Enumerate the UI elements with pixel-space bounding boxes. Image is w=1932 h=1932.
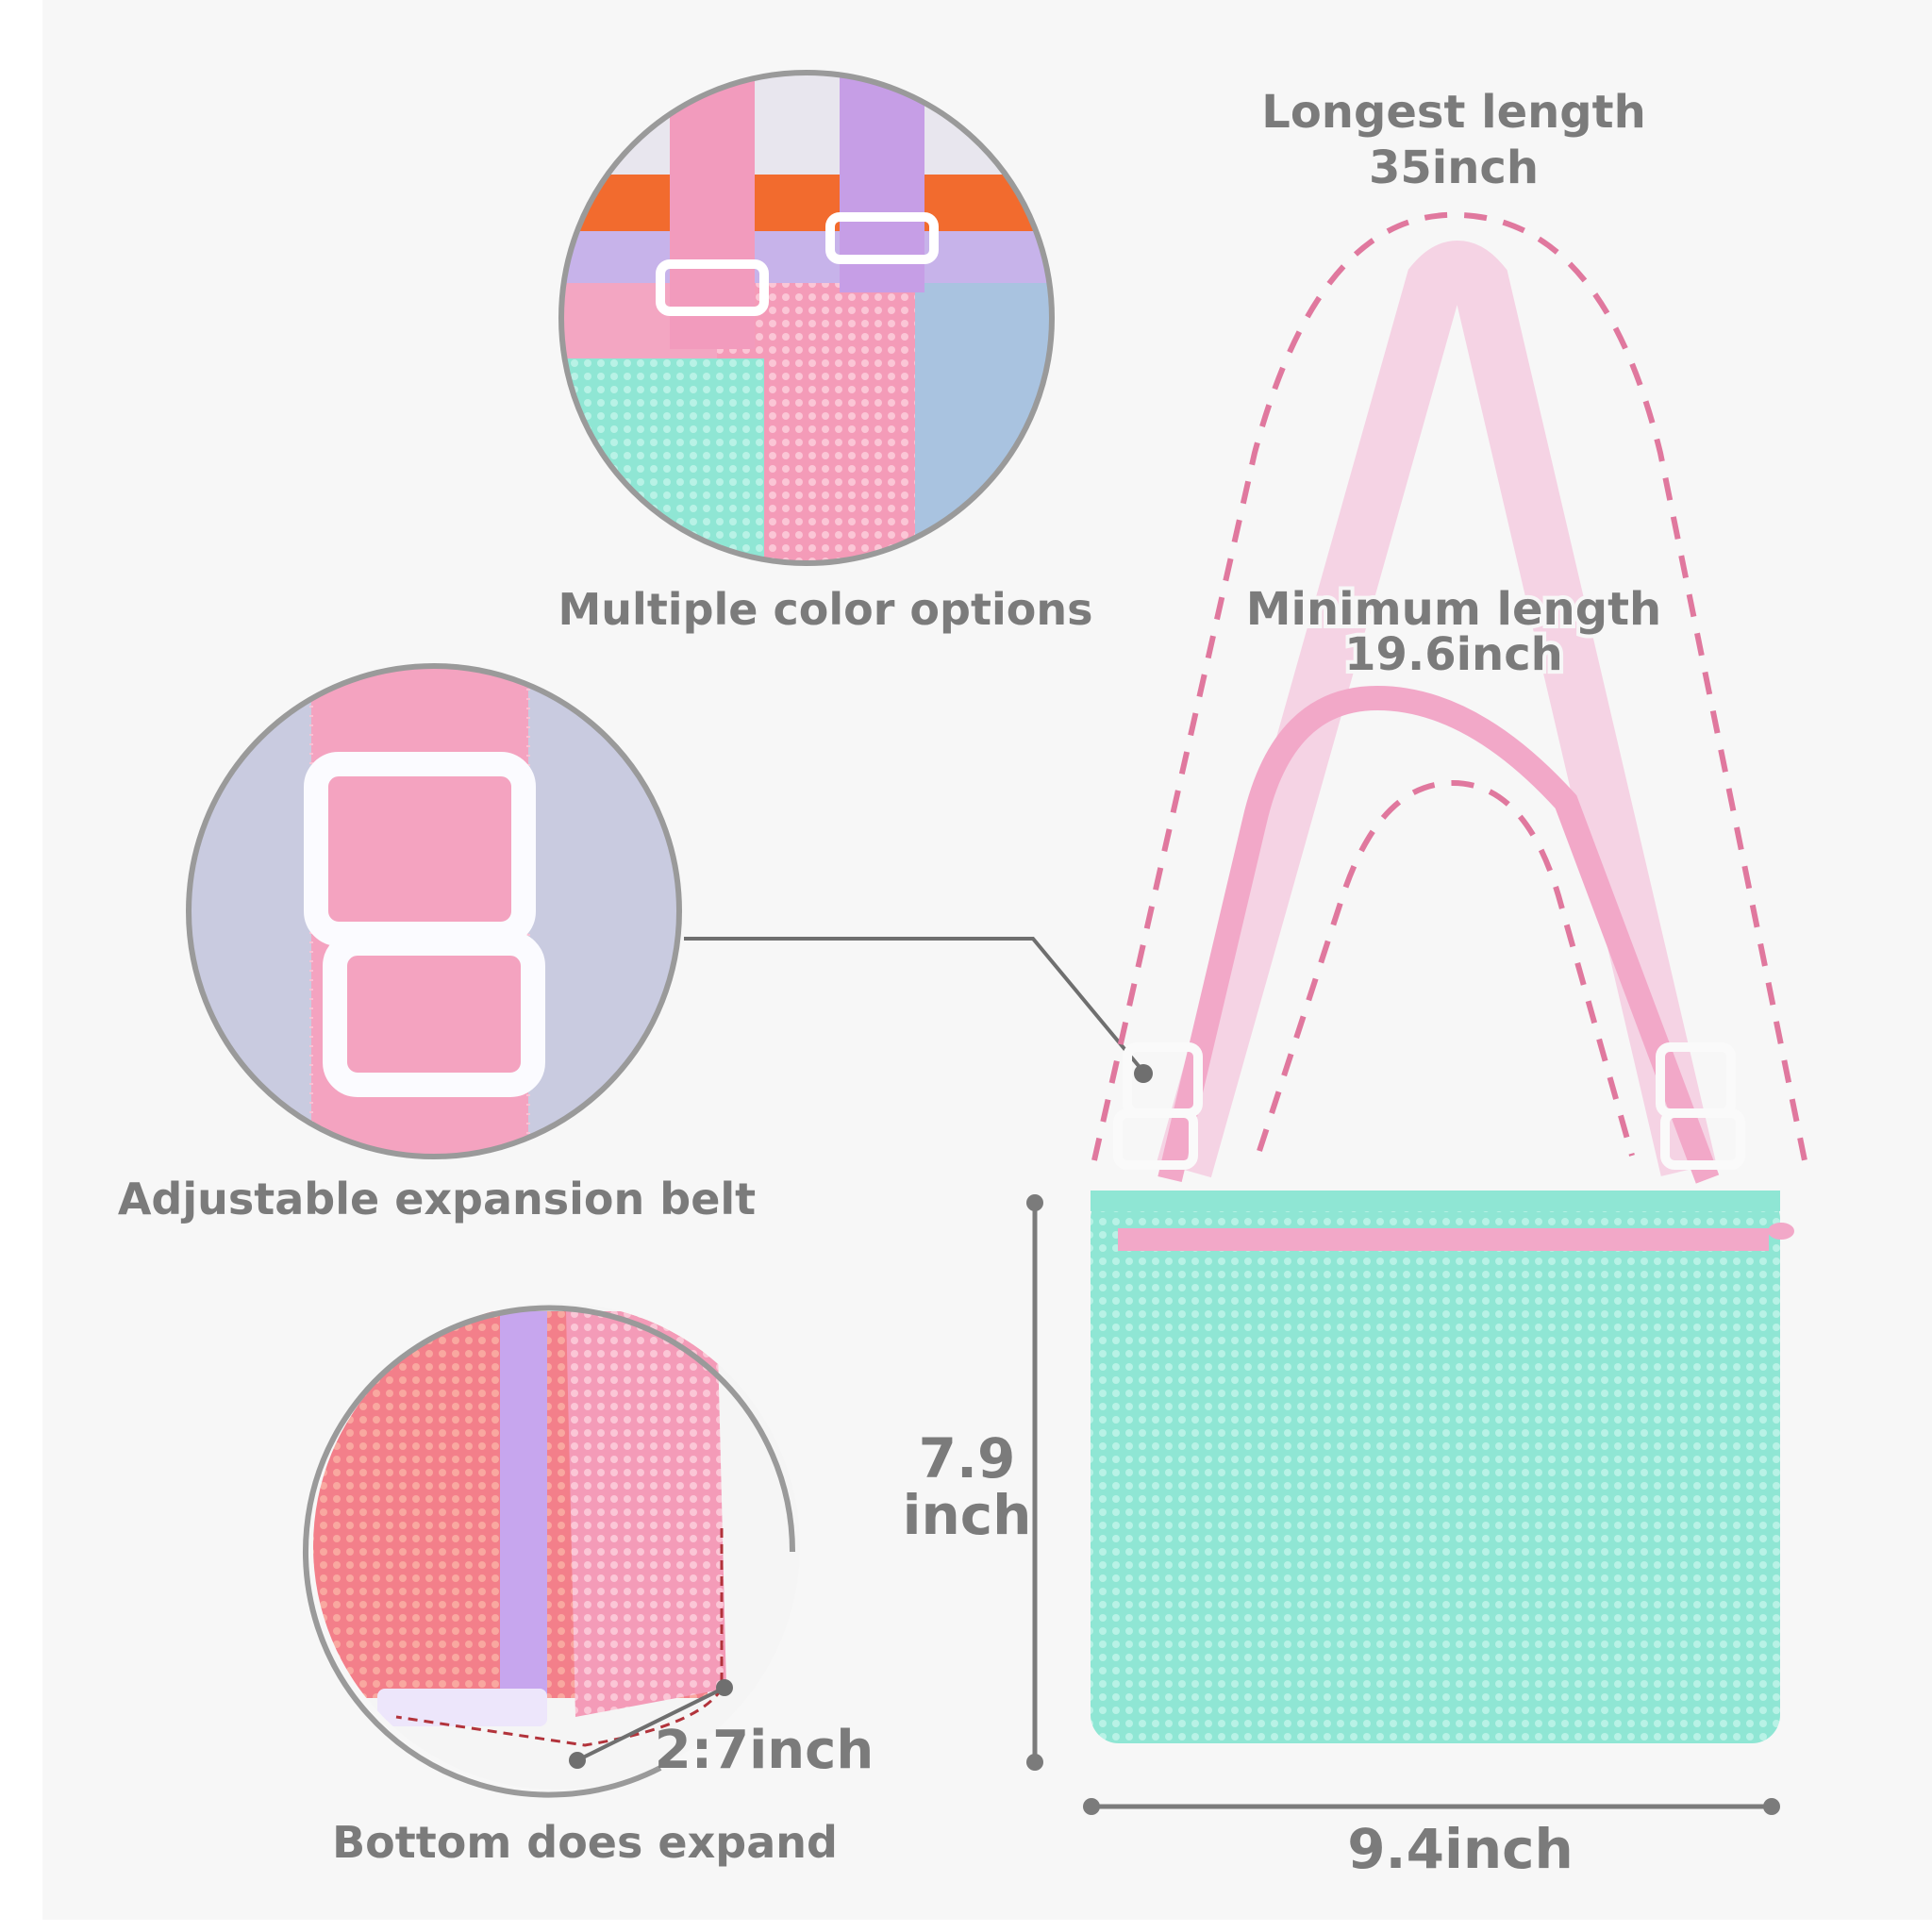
minimum-length-value: 19.6inch: [1344, 628, 1563, 681]
minimum-length-label: Minimum length: [1246, 583, 1661, 636]
bag-product-image: [1091, 241, 1794, 1743]
height-value: 7.9: [919, 1426, 1016, 1491]
bottom-depth-value: 2:7inch: [655, 1720, 874, 1781]
adjustable-belt-detail-image: [186, 663, 682, 1159]
callout-line: [684, 937, 1145, 1074]
minimum-length-dash: [1257, 779, 1635, 1157]
longest-length-dash: [1091, 211, 1809, 1171]
longest-length-label: Longest length: [1261, 86, 1646, 139]
bottom-expand-detail-image: [303, 1303, 800, 1798]
height-unit: inch: [903, 1483, 1032, 1547]
callout-dot: [1134, 1064, 1153, 1083]
feature-label-bottom-expand: Bottom does expand: [332, 1817, 838, 1868]
longest-length-value: 35inch: [1369, 142, 1539, 194]
width-value: 9.4inch: [1347, 1817, 1574, 1881]
feature-label-color-options: Multiple color options: [558, 584, 1093, 635]
feature-label-adjustable-belt: Adjustable expansion belt: [118, 1174, 756, 1224]
